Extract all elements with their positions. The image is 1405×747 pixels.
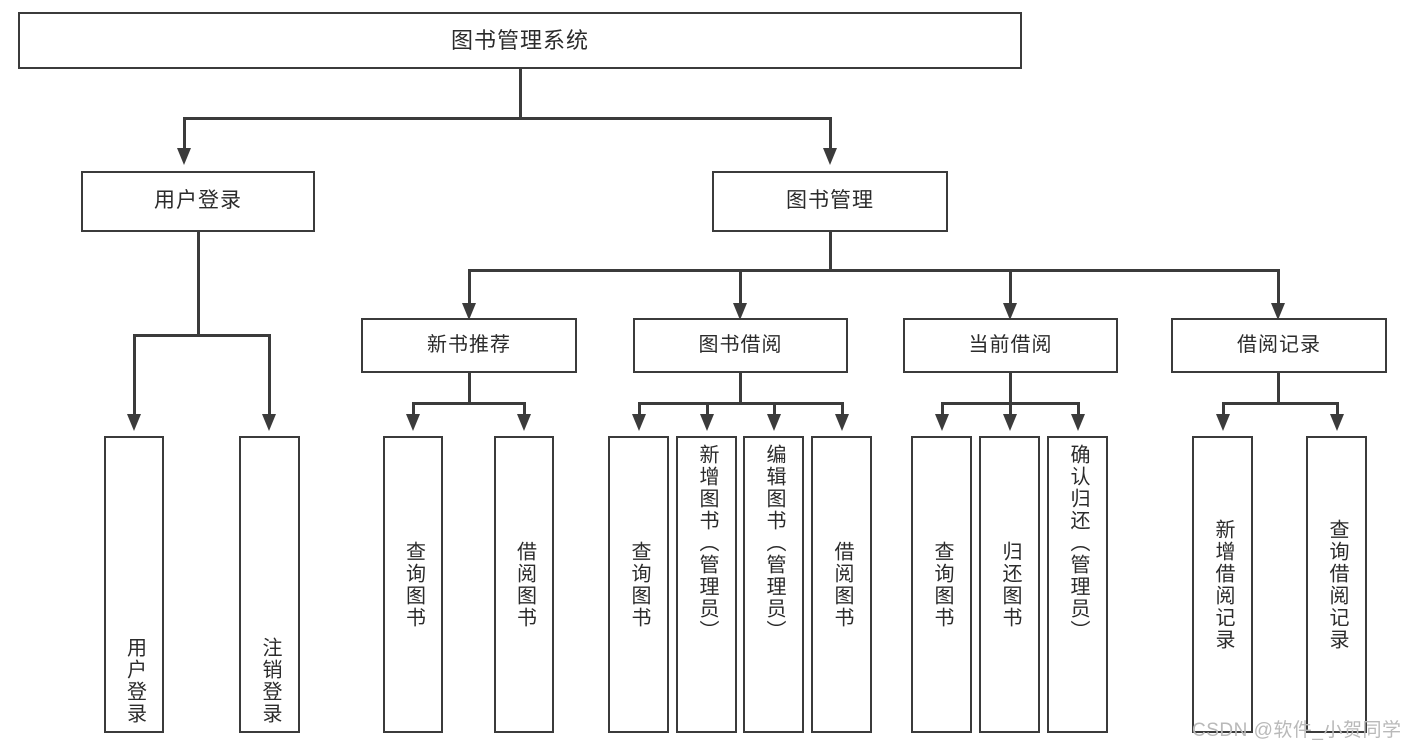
arrow-bb-to-leaf-2 [700, 414, 714, 431]
connector-bb-to-leaf-3 [773, 402, 776, 416]
arrow-bb-to-leaf-4 [835, 414, 849, 431]
leaf-label: 注销登录 [259, 637, 281, 725]
leaf-query-book-current[interactable]: 查询图书 [911, 436, 972, 733]
leaf-return-book[interactable]: 归还图书 [979, 436, 1040, 733]
connector-nbr-to-leaf-1 [412, 402, 415, 416]
connector-cb-to-leaf-2 [1009, 402, 1012, 416]
leaf-query-book-recommend[interactable]: 查询图书 [383, 436, 443, 733]
connector-root-stem [519, 69, 522, 118]
node-current-borrow[interactable]: 当前借阅 [903, 318, 1118, 373]
node-book-management[interactable]: 图书管理 [712, 171, 948, 232]
connector-book-management-stem [829, 232, 832, 271]
connector-nbr-fanbar [412, 402, 525, 405]
leaf-borrow-book-recommend[interactable]: 借阅图书 [494, 436, 554, 733]
leaf-query-book-borrow[interactable]: 查询图书 [608, 436, 669, 733]
arrow-bm-to-new-book-recommend [462, 303, 476, 320]
arrow-nbr-to-leaf-2 [517, 414, 531, 431]
connector-bb-to-leaf-4 [841, 402, 844, 416]
arrow-nbr-to-leaf-1 [406, 414, 420, 431]
leaf-label: 借阅图书 [513, 540, 536, 629]
leaf-label: 新增图书（管理员） [696, 444, 718, 642]
connector-bm-to-borrow-record [1277, 269, 1280, 305]
node-label: 当前借阅 [968, 334, 1053, 356]
node-book-management-system[interactable]: 图书管理系统 [18, 12, 1022, 69]
arrow-bm-to-borrow-record [1271, 303, 1285, 320]
connector-user-login-fanbar [133, 334, 269, 337]
node-book-borrow[interactable]: 图书借阅 [633, 318, 848, 373]
leaf-borrow-book-borrow[interactable]: 借阅图书 [811, 436, 872, 733]
leaf-add-borrow-record[interactable]: 新增借阅记录 [1192, 436, 1253, 733]
connector-root-to-book-management [829, 117, 832, 150]
node-label: 图书借阅 [698, 334, 783, 356]
connector-book-management-fanbar [468, 269, 1279, 272]
arrow-bb-to-leaf-3 [767, 414, 781, 431]
connector-user-login-to-leaf-2 [268, 334, 271, 416]
arrow-root-to-user-login [177, 148, 191, 165]
leaf-user-logout[interactable]: 注销登录 [239, 436, 300, 733]
connector-bb-stem [739, 373, 742, 403]
connector-bb-fanbar [638, 402, 843, 405]
leaf-label: 查询借阅记录 [1326, 518, 1348, 651]
node-label: 借阅记录 [1237, 334, 1321, 356]
node-label: 图书管理系统 [450, 27, 589, 53]
connector-bm-to-new-book-recommend [468, 269, 471, 305]
leaf-label: 查询图书 [402, 540, 425, 629]
leaf-label: 编辑图书（管理员） [763, 444, 785, 642]
leaf-label: 新增借阅记录 [1212, 518, 1234, 651]
connector-cb-to-leaf-3 [1077, 402, 1080, 416]
connector-bb-to-leaf-2 [706, 402, 709, 416]
connector-root-fanbar [183, 117, 831, 120]
node-new-book-recommend[interactable]: 新书推荐 [361, 318, 577, 373]
leaf-label: 查询图书 [628, 540, 650, 629]
connector-root-to-user-login [183, 117, 186, 150]
connector-user-login-stem [197, 232, 200, 335]
node-borrow-record[interactable]: 借阅记录 [1171, 318, 1387, 373]
leaf-label: 查询图书 [931, 540, 953, 629]
arrow-bm-to-current-borrow [1003, 303, 1017, 320]
connector-cb-to-leaf-1 [941, 402, 944, 416]
arrow-bm-to-book-borrow [733, 303, 747, 320]
connector-br-to-leaf-2 [1336, 402, 1339, 416]
connector-bm-to-book-borrow [739, 269, 742, 305]
arrow-bb-to-leaf-1 [632, 414, 646, 431]
connector-bb-to-leaf-1 [638, 402, 641, 416]
arrow-br-to-leaf-2 [1330, 414, 1344, 431]
leaf-query-borrow-record[interactable]: 查询借阅记录 [1306, 436, 1367, 733]
arrow-user-login-to-leaf-2 [262, 414, 276, 431]
connector-cb-stem [1009, 373, 1012, 403]
node-label: 图书管理 [786, 189, 874, 213]
leaf-label: 确认归还（管理员） [1067, 444, 1089, 642]
leaf-edit-book-admin[interactable]: 编辑图书（管理员） [743, 436, 804, 733]
leaf-label: 用户登录 [123, 637, 146, 725]
arrow-cb-to-leaf-1 [935, 414, 949, 431]
leaf-user-login[interactable]: 用户登录 [104, 436, 164, 733]
connector-br-fanbar [1222, 402, 1338, 405]
arrow-cb-to-leaf-3 [1071, 414, 1085, 431]
connector-nbr-stem [468, 373, 471, 403]
leaf-label: 归还图书 [999, 540, 1021, 629]
connector-bm-to-current-borrow [1009, 269, 1012, 305]
leaf-confirm-return-admin[interactable]: 确认归还（管理员） [1047, 436, 1108, 733]
node-label: 新书推荐 [427, 334, 511, 356]
arrow-root-to-book-management [823, 148, 837, 165]
leaf-label: 借阅图书 [831, 540, 853, 629]
connector-nbr-to-leaf-2 [523, 402, 526, 416]
leaf-add-book-admin[interactable]: 新增图书（管理员） [676, 436, 737, 733]
node-label: 用户登录 [154, 189, 242, 213]
arrow-br-to-leaf-1 [1216, 414, 1230, 431]
node-user-login[interactable]: 用户登录 [81, 171, 315, 232]
connector-br-stem [1277, 373, 1280, 403]
connector-user-login-to-leaf-1 [133, 334, 136, 416]
arrow-cb-to-leaf-2 [1003, 414, 1017, 431]
arrow-user-login-to-leaf-1 [127, 414, 141, 431]
connector-br-to-leaf-1 [1222, 402, 1225, 416]
